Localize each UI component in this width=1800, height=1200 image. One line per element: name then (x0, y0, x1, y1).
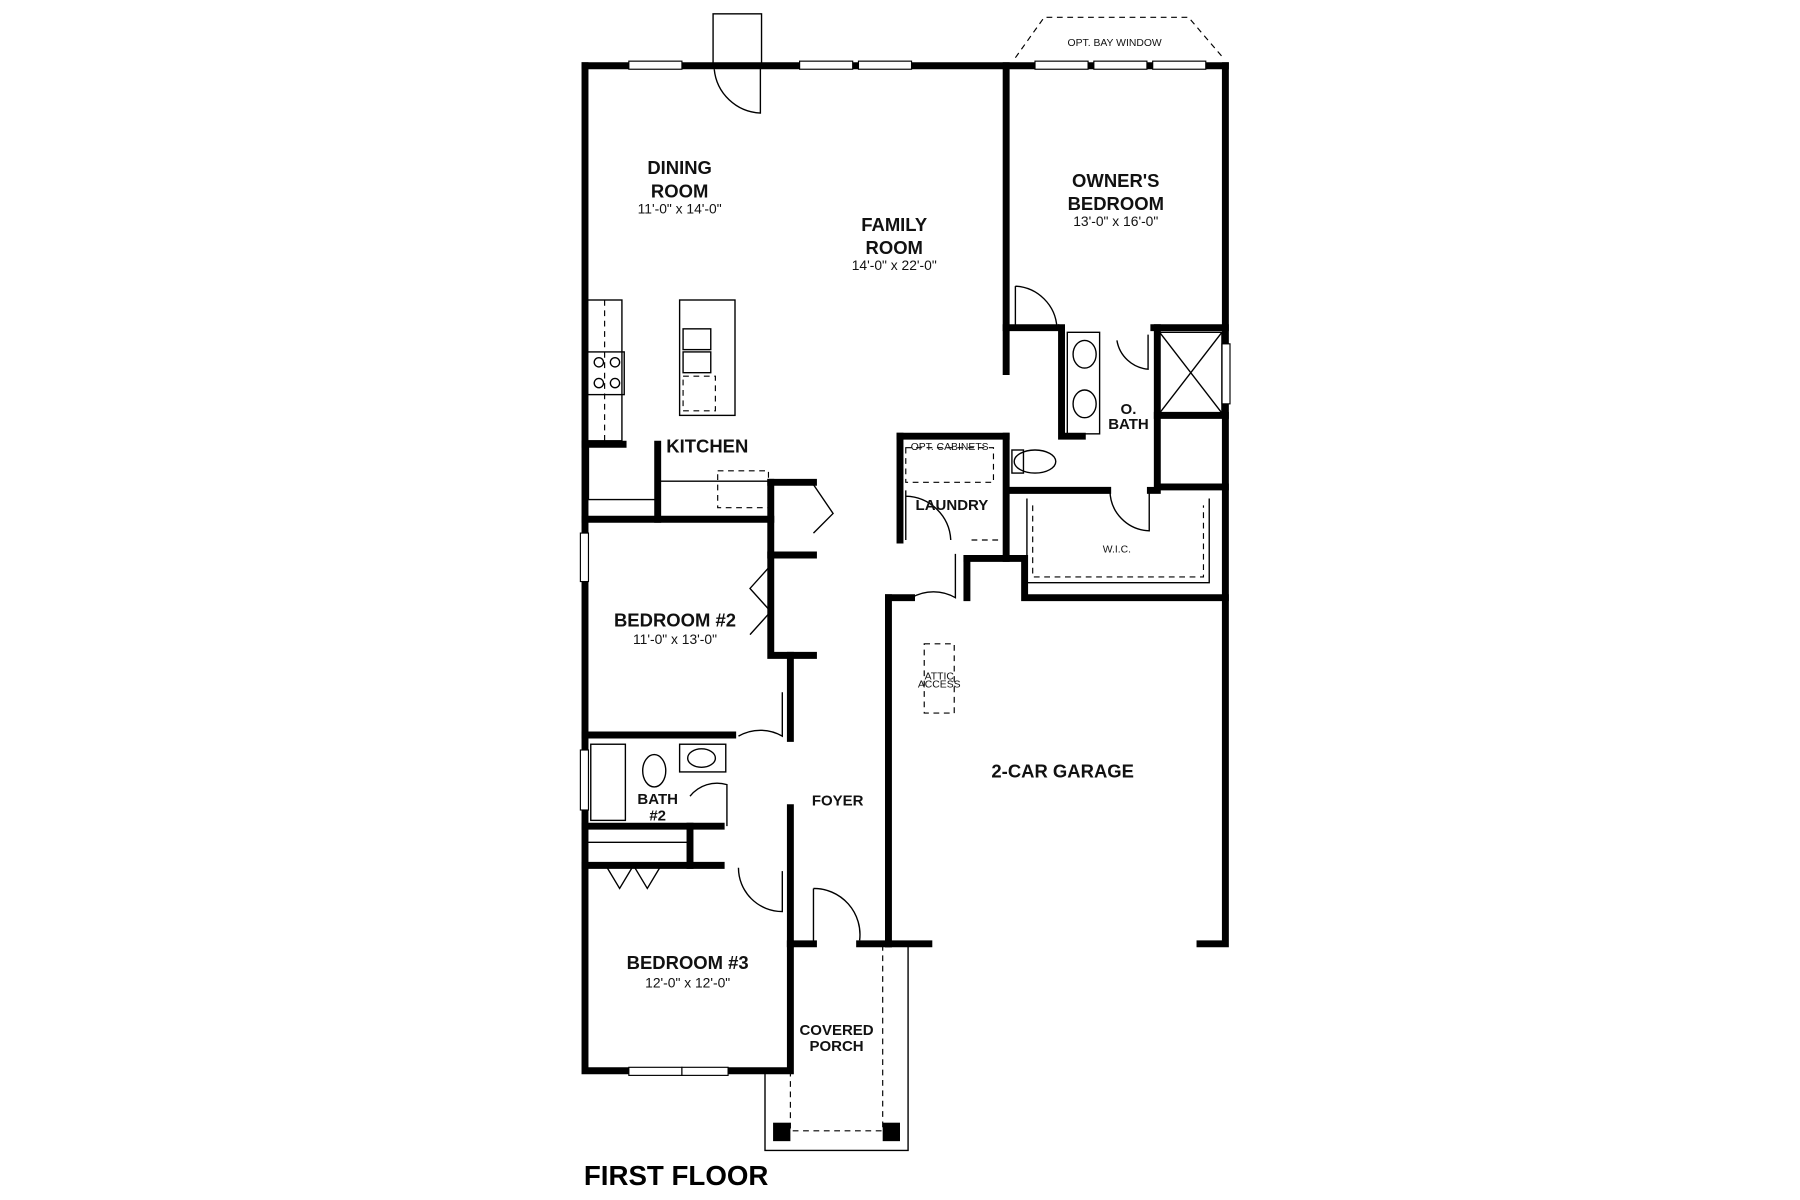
kitchen-label: KITCHEN (666, 435, 748, 456)
dining-room-label: DINING (647, 157, 712, 178)
bay-window-note: OPT. BAY WINDOW (1068, 38, 1162, 49)
laundry-label: LAUNDRY (916, 497, 989, 514)
covered-porch-label-2: PORCH (809, 1038, 863, 1055)
windows (579, 60, 1231, 1076)
fixtures (586, 13, 1224, 944)
bedroom-2-label: BEDROOM #2 (614, 610, 736, 631)
foyer-label: FOYER (812, 792, 864, 809)
wic-label: W.I.C. (1103, 545, 1131, 556)
bath-2-label-2: #2 (649, 807, 666, 824)
covered-porch-label: COVERED (799, 1022, 873, 1039)
family-room-label-2: ROOM (866, 237, 923, 258)
opt-cabinets-note: OPT. CABINETS (911, 442, 989, 453)
family-room-label: FAMILY (861, 214, 928, 235)
owners-bath-label: O. (1121, 401, 1137, 418)
owners-bedroom-size: 13'-0" x 16'-0" (1073, 213, 1158, 229)
porch-column (773, 1122, 791, 1142)
owners-bath-label-2: BATH (1108, 416, 1149, 433)
bedroom-3-size: 12'-0" x 12'-0" (645, 975, 730, 991)
porch (764, 943, 909, 1152)
bedroom-3-label: BEDROOM #3 (627, 952, 749, 973)
family-room-size: 14'-0" x 22'-0" (852, 257, 937, 273)
garage-label: 2-CAR GARAGE (991, 761, 1134, 782)
bath-2-label: BATH (637, 791, 678, 808)
dining-room-size: 11'-0" x 14'-0" (638, 200, 722, 216)
attic-access-note-2: ACCESS (918, 680, 961, 691)
owners-bedroom-label-2: BEDROOM (1068, 193, 1164, 214)
owners-bedroom-label: OWNER'S (1072, 170, 1159, 191)
floor-title: FIRST FLOOR (584, 1160, 769, 1191)
room-labels: DINING ROOM 11'-0" x 14'-0" FAMILY ROOM … (584, 38, 1164, 1191)
dining-room-label-2: ROOM (651, 180, 708, 201)
bedroom-2-size: 11'-0" x 13'-0" (633, 631, 717, 647)
porch-column (882, 1122, 900, 1142)
attic-access-note: ATTIC (925, 672, 955, 683)
